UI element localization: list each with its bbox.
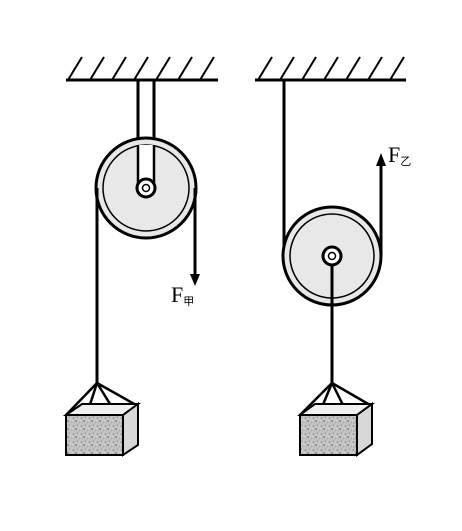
- fixed-pulley-setup: F甲: [62, 56, 218, 457]
- force-label-yi: F乙: [388, 142, 411, 168]
- rope-left: [95, 188, 197, 383]
- force-label-jia: F甲: [171, 282, 194, 308]
- force-arrow-up: [376, 153, 386, 166]
- movable-pulley-setup: F乙: [255, 56, 411, 457]
- ceiling-left: [66, 56, 218, 82]
- force-arrow-down: [190, 274, 200, 286]
- weight-block-left: [62, 402, 142, 457]
- rope-right: [282, 80, 383, 256]
- weight-block-right: [296, 402, 376, 457]
- ceiling-right: [255, 56, 406, 82]
- fixed-pulley-wheel: [94, 136, 198, 240]
